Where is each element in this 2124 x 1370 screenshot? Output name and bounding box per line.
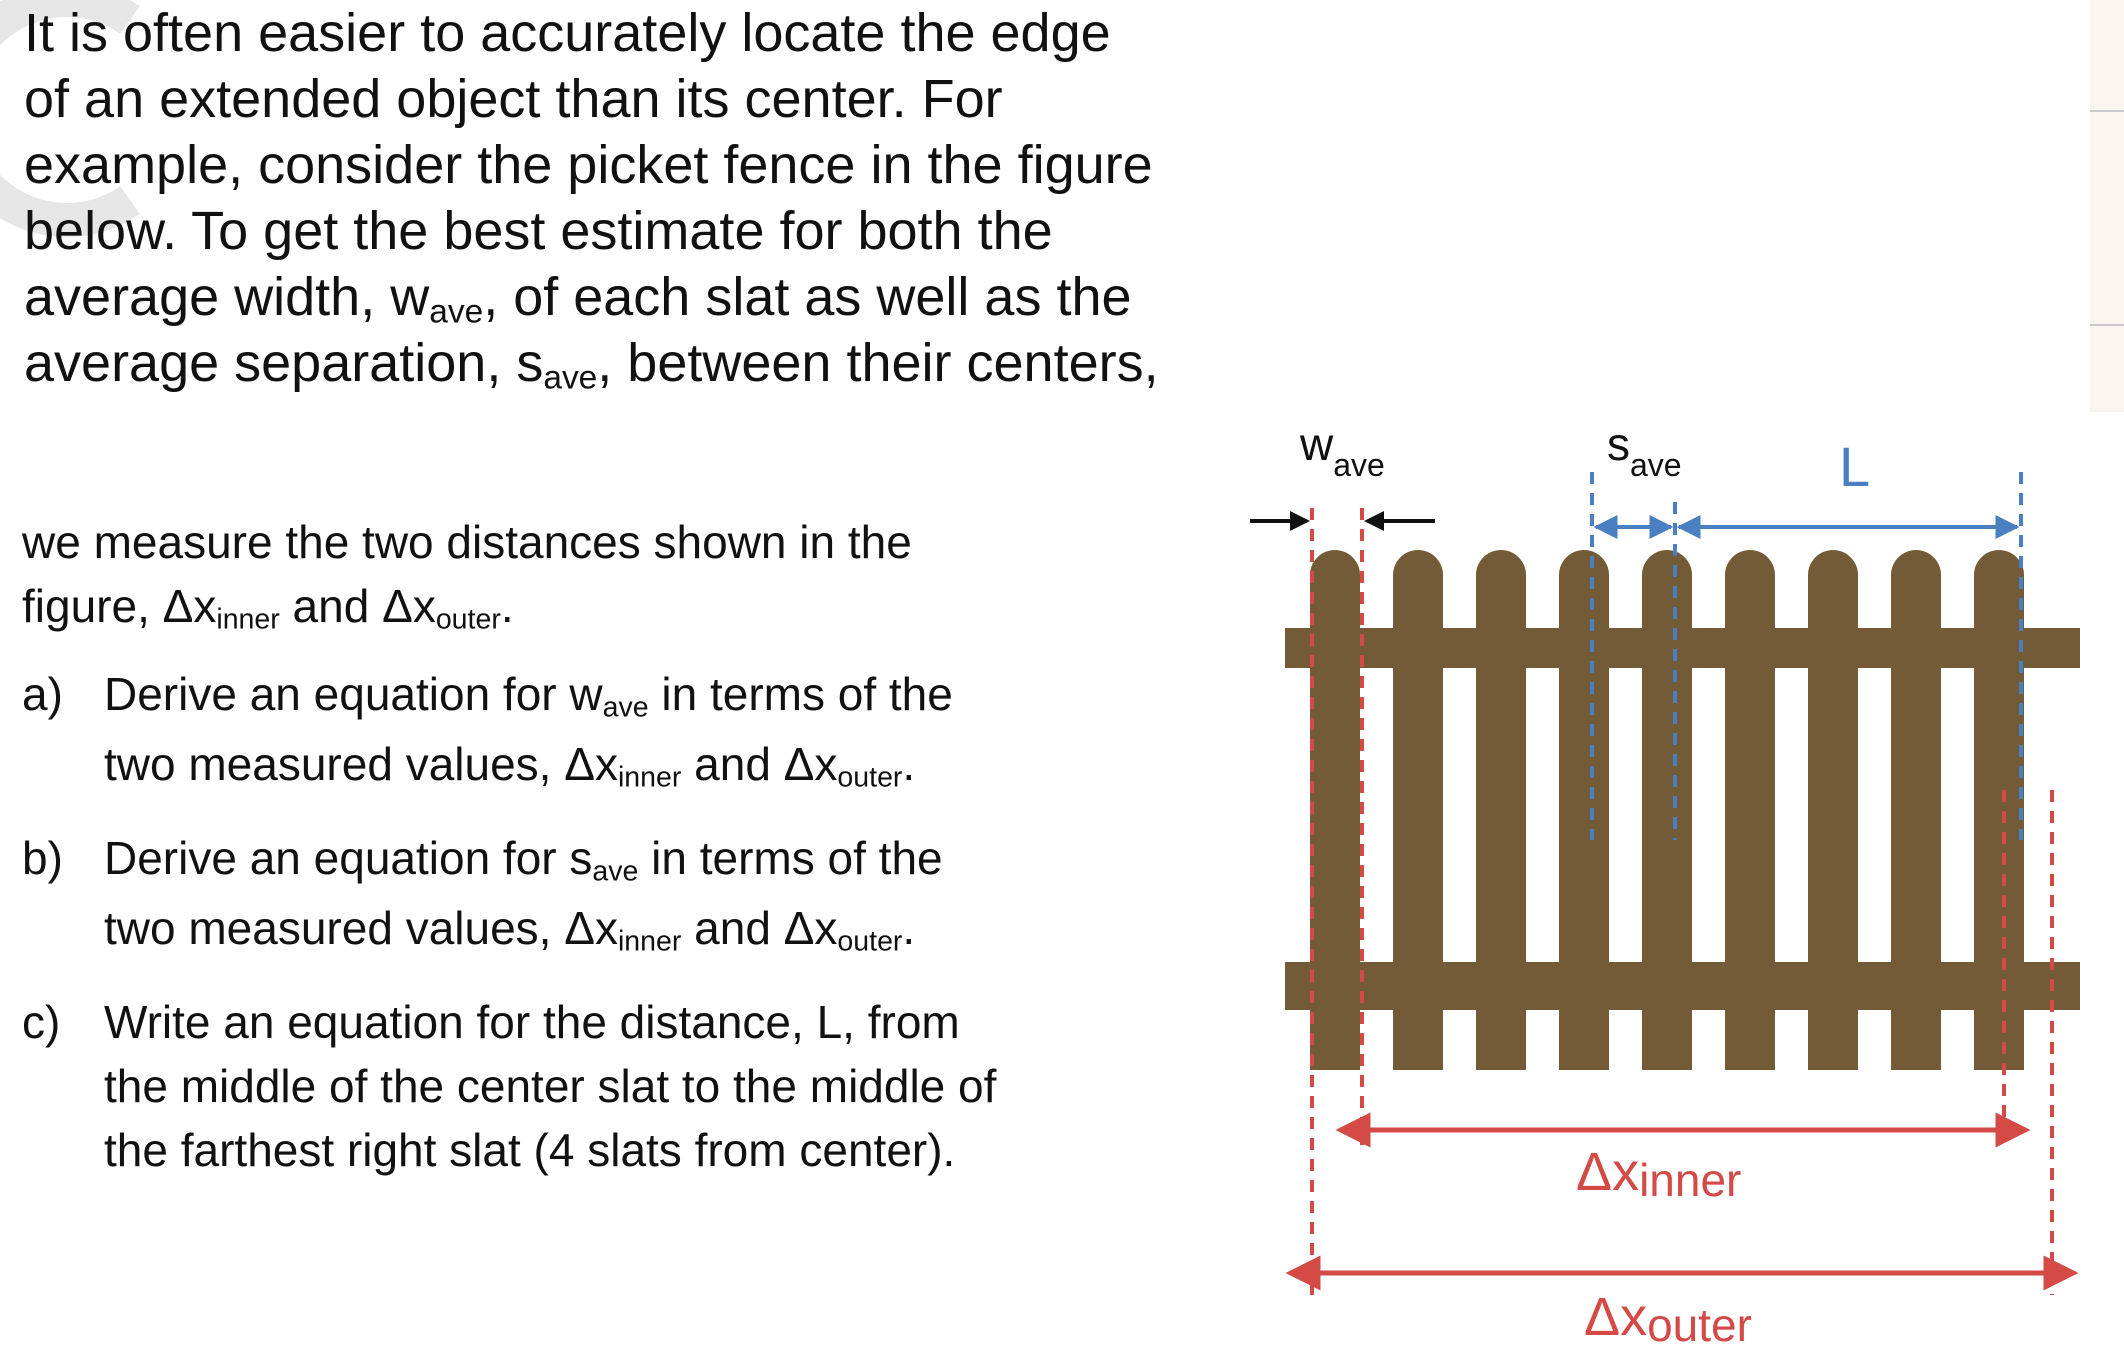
- lead-line-1: we measure the two distances shown in th…: [22, 516, 912, 568]
- question-c: c) Write an equation for the distance, L…: [22, 990, 1142, 1182]
- delta-x-outer-label: Δxouter: [1584, 1287, 1752, 1351]
- w-ave-subscript: ave: [429, 293, 484, 331]
- picket-6: [1725, 550, 1775, 1070]
- blue-center-lines: [1590, 472, 2023, 840]
- s-ave-subscript: ave: [543, 359, 598, 397]
- s-ave-label: save: [1607, 420, 1682, 483]
- intro-line-2: of an extended object than its center. F…: [24, 69, 1003, 129]
- question-a: a) Derive an equation for wave in terms …: [22, 662, 1142, 796]
- picket-4: [1559, 550, 1609, 1070]
- question-b: b) Derive an equation for save in terms …: [22, 826, 1142, 960]
- w-ave-label: wave: [1299, 420, 1385, 483]
- intro-line-1: It is often easier to accurately locate …: [24, 3, 1111, 63]
- intro-line-6: average separation, save, between their …: [24, 333, 1159, 397]
- intro-line-5: average width, wave, of each slat as wel…: [24, 267, 1132, 331]
- question-block: we measure the two distances shown in th…: [22, 510, 1142, 1182]
- delta-x-inner-label: Δxinner: [1576, 1142, 1741, 1206]
- intro-line-3: example, consider the picket fence in th…: [24, 135, 1153, 195]
- question-b-marker: b): [22, 832, 63, 884]
- picket-9: [1974, 550, 2024, 1070]
- watermark-logo: [0, 0, 140, 237]
- picket-5: [1642, 550, 1692, 1070]
- right-margin-strip: [2090, 0, 2124, 412]
- intro-paragraph: It is often easier to accurately locate …: [24, 0, 1264, 396]
- picket-7: [1808, 550, 1858, 1070]
- question-a-marker: a): [22, 668, 63, 720]
- picket-fence-figure: wave save L Δxinner Δxouter: [1250, 420, 2080, 1351]
- pickets: [1310, 550, 2024, 1070]
- question-c-marker: c): [22, 996, 61, 1048]
- lead-line-2: figure, Δxinner and Δxouter.: [22, 580, 514, 636]
- picket-2: [1393, 550, 1443, 1070]
- picket-3: [1476, 550, 1526, 1070]
- intro-line-4: below. To get the best estimate for both…: [24, 201, 1053, 261]
- picket-8: [1891, 550, 1941, 1070]
- w-ave-arrows: [1250, 511, 1435, 531]
- picket-1: [1310, 550, 1360, 1070]
- L-label: L: [1839, 435, 1870, 498]
- red-reference-lines: [1310, 508, 2054, 1295]
